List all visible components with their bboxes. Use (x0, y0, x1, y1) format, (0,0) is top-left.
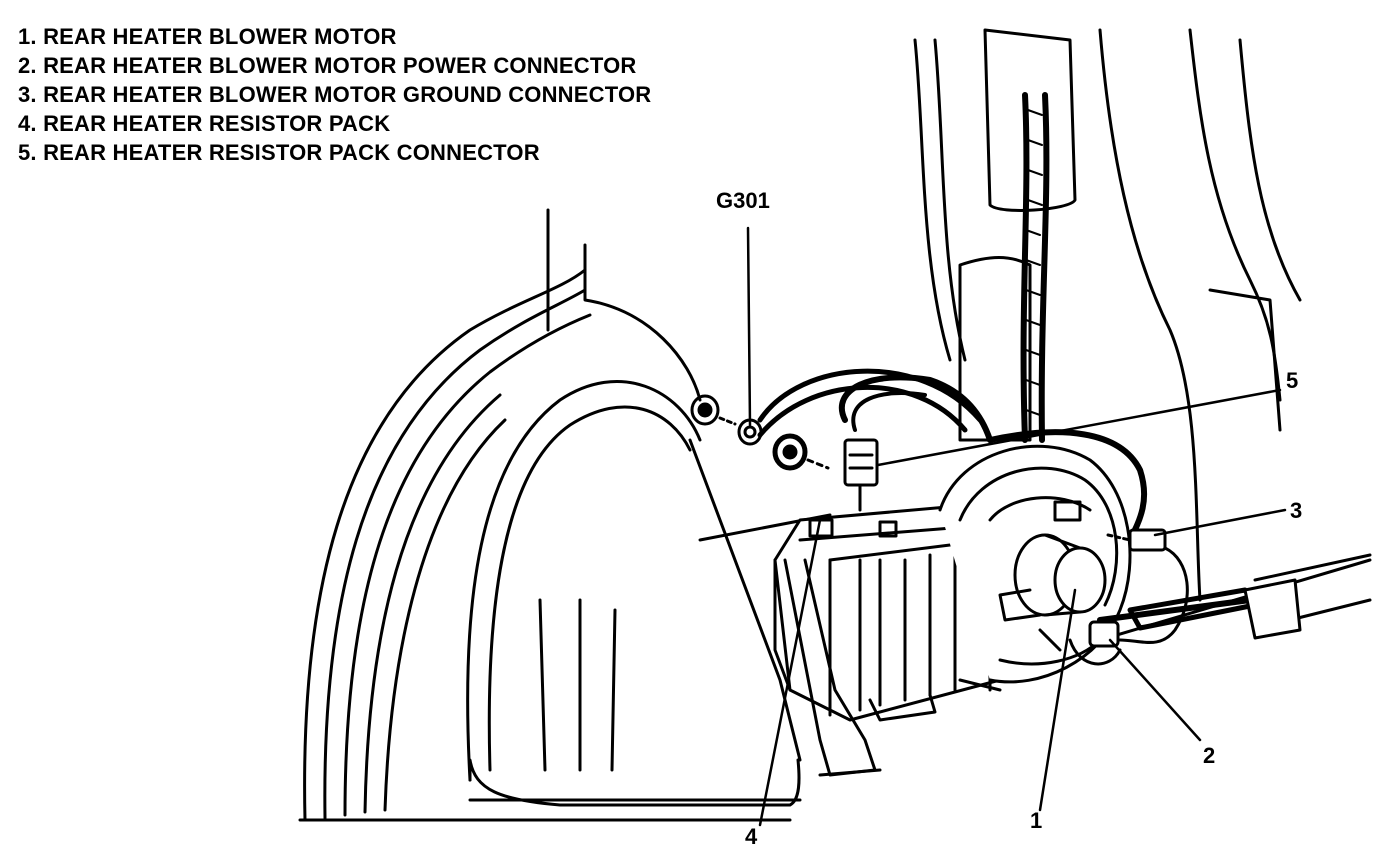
leader-1 (1038, 588, 1077, 812)
blower-motor (998, 533, 1107, 652)
legend-number: 2. (18, 53, 37, 78)
legend-number: 3. (18, 82, 37, 107)
legend-number: 1. (18, 24, 37, 49)
leader-4 (758, 518, 822, 827)
pillar-wiring-harness (1020, 92, 1050, 443)
callout-3: 3 (1290, 498, 1303, 523)
leader-5 (876, 388, 1282, 467)
legend-item-4: 4. REAR HEATER RESISTOR PACK (18, 109, 651, 138)
ground-stud-hardware (690, 394, 830, 471)
callout-4: 4 (745, 824, 758, 849)
leader-3 (1153, 508, 1287, 537)
legend-item-5: 5. REAR HEATER RESISTOR PACK CONNECTOR (18, 138, 651, 167)
leader-2 (1108, 638, 1202, 742)
legend-number: 5. (18, 140, 37, 165)
legend-number: 4. (18, 111, 37, 136)
callout-g301: G301 (716, 188, 770, 213)
callout-5: 5 (1286, 368, 1299, 393)
wheel-well-contours (303, 208, 702, 822)
blower-housing (938, 444, 1132, 684)
component-legend: 1. REAR HEATER BLOWER MOTOR 2. REAR HEAT… (18, 22, 651, 167)
legend-text: REAR HEATER BLOWER MOTOR (43, 24, 397, 49)
rear-pillar (913, 28, 1302, 602)
callout-1: 1 (1030, 808, 1043, 833)
legend-text: REAR HEATER BLOWER MOTOR GROUND CONNECTO… (43, 82, 652, 107)
legend-text: REAR HEATER BLOWER MOTOR POWER CONNECTOR (43, 53, 637, 78)
support-bracket (783, 558, 882, 777)
legend-text: REAR HEATER RESISTOR PACK CONNECTOR (43, 140, 540, 165)
leader-g301 (746, 226, 752, 427)
floor-duct (1097, 553, 1372, 640)
wheel-house (466, 380, 802, 807)
callout-2: 2 (1203, 743, 1216, 768)
legend-item-3: 3. REAR HEATER BLOWER MOTOR GROUND CONNE… (18, 80, 651, 109)
resistor-pack-connector (843, 438, 879, 512)
leader-lines (746, 226, 1287, 827)
legend-item-1: 1. REAR HEATER BLOWER MOTOR (18, 22, 651, 51)
legend-item-2: 2. REAR HEATER BLOWER MOTOR POWER CONNEC… (18, 51, 651, 80)
main-harness-arc (757, 368, 1148, 543)
legend-text: REAR HEATER RESISTOR PACK (43, 111, 391, 136)
